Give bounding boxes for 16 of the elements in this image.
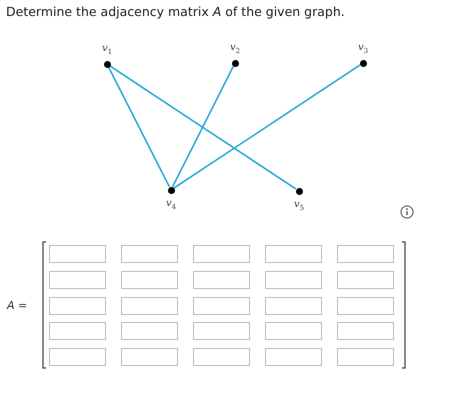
matrix-label: A = <box>7 299 28 312</box>
vertex-dot <box>360 60 366 66</box>
graph-edge <box>172 66 234 188</box>
vertex-dot <box>232 60 238 66</box>
vertex-label: v$_{3}$ <box>358 42 368 55</box>
graph-edge <box>108 66 170 188</box>
vertex-label: v$_{2}$ <box>230 42 240 55</box>
vertex-dot <box>296 188 302 194</box>
graph-edge <box>173 64 361 189</box>
vertex-label: v$_{4}$ <box>166 198 176 211</box>
vertex-label: v$_{1}$ <box>102 43 112 56</box>
vertex-label: v$_{5}$ <box>294 199 304 212</box>
graph-edge <box>109 65 297 190</box>
question-text: Determine the adjacency matrix A of the given graph. <box>6 4 345 19</box>
vertex-dot <box>168 186 174 194</box>
vertex-dot <box>104 60 110 68</box>
